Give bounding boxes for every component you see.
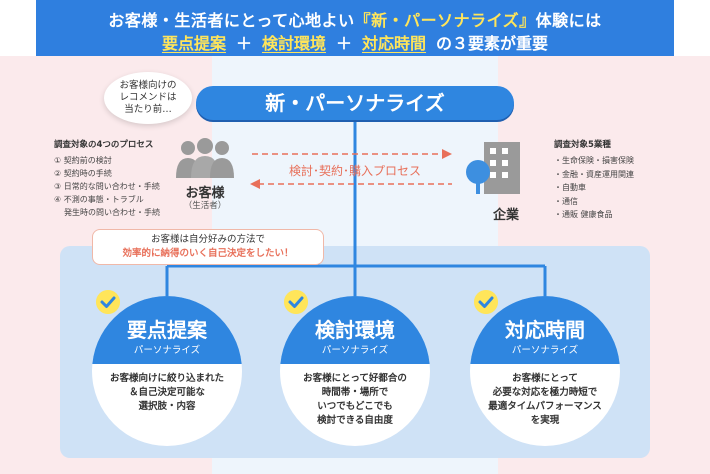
keyword-1: 要点提案 bbox=[161, 34, 226, 53]
main-banner: 新・パーソナライズ bbox=[196, 86, 514, 120]
process-label: 検討･契約･購入プロセス bbox=[288, 164, 421, 178]
process-arrows bbox=[250, 149, 452, 189]
plus-sign: ＋ bbox=[336, 34, 353, 53]
header-line-1: お客様・生活者にとって心地よい『新・パーソナライズ』体験には bbox=[36, 7, 674, 31]
card-line: を実現 bbox=[530, 415, 560, 426]
header-text-suffix: 体験には bbox=[535, 11, 602, 30]
card-title: 対応時間 bbox=[505, 318, 585, 342]
card-circle: 要点提案 パーソナライズ お客様向けに絞り込まれた ＆自己決定可能な 選択肢・内… bbox=[92, 296, 242, 446]
card-body: お客様向けに絞り込まれた ＆自己決定可能な 選択肢・内容 bbox=[100, 372, 234, 414]
bubble-line: お客様向けの bbox=[119, 80, 177, 91]
header-banner: お客様・生活者にとって心地よい『新・パーソナライズ』体験には 要点提案 ＋ 検討環境… bbox=[36, 0, 674, 56]
customers-icon bbox=[176, 138, 234, 178]
card-line: お客様向けに絞り込まれた bbox=[109, 373, 224, 384]
process-list: ① 契約前の検討 ② 契約時の手続 ③ 日常的な問い合わせ・手続 ④ 不測の事態… bbox=[54, 154, 160, 219]
card-title: 要点提案 bbox=[127, 318, 207, 342]
card-subtitle: パーソナライズ bbox=[321, 345, 389, 356]
checkmark-icon bbox=[474, 290, 498, 314]
bubble-line: 当たり前… bbox=[124, 104, 172, 115]
list-item: ③ 日常的な問い合わせ・手続 bbox=[54, 182, 160, 191]
callout-emphasis: 効率的に納得のいく自己決定をしたい！ bbox=[122, 248, 294, 259]
card-line: 必要な対応を極力時短で bbox=[492, 387, 598, 398]
card-body: お客様にとって好都合の 時間帯・場所で いつでもどこでも 検討できる自由度 bbox=[288, 372, 422, 428]
card-line: お客様にとって好都合の bbox=[303, 373, 407, 384]
card-circle: 対応時間 パーソナライズ お客様にとって 必要な対応を極力時短で 最適タイムパフ… bbox=[470, 296, 620, 446]
customer-need-callout: お客様は自分好みの方法で 効率的に納得のいく自己決定をしたい！ bbox=[92, 229, 324, 265]
list-item: ② 契約時の手続 bbox=[54, 169, 112, 178]
bubble-line: レコメンドは bbox=[119, 92, 177, 103]
list-item: ① 契約前の検討 bbox=[54, 156, 112, 165]
card-line: いつでもどこでも bbox=[317, 401, 393, 412]
keyword-2: 検討環境 bbox=[261, 34, 326, 53]
speech-bubble: お客様向けの レコメンドは 当たり前… bbox=[104, 72, 192, 124]
card-line: 検討できる自由度 bbox=[317, 415, 393, 426]
process-list-title: 調査対象の4つのプロセス bbox=[54, 140, 154, 150]
card-subtitle: パーソナライズ bbox=[133, 345, 201, 356]
list-item: ・自動車 bbox=[554, 183, 586, 192]
card-line: お客様にとって bbox=[512, 373, 578, 384]
card-line: ＆自己決定可能な bbox=[128, 387, 205, 398]
card-line: 選択肢・内容 bbox=[138, 401, 196, 412]
header-highlight: 『新・パーソナライズ』 bbox=[354, 11, 536, 30]
company-label: 企業 bbox=[492, 208, 519, 223]
list-item-subtext: 発生時の問い合わせ・手続 bbox=[64, 208, 160, 217]
industry-list: ・生命保険・損害保険 ・金融・資産運用関連 ・自動車 ・通信 ・通販 健康食品 bbox=[554, 154, 634, 222]
card-title: 検討環境 bbox=[315, 318, 395, 342]
element-card-response-time: 対応時間 パーソナライズ お客様にとって 必要な対応を極力時短で 最適タイムパフ… bbox=[470, 290, 620, 458]
keyword-3: 対応時間 bbox=[362, 34, 427, 53]
list-item: ・通信 bbox=[554, 196, 578, 206]
card-line: 最適タイムパフォーマンス bbox=[488, 401, 602, 412]
card-body: お客様にとって 必要な対応を極力時短で 最適タイムパフォーマンス を実現 bbox=[478, 372, 612, 428]
company-building-icon bbox=[466, 142, 520, 194]
list-item: ④ 不測の事態・トラブル発生時の問い合わせ・手続 bbox=[54, 193, 160, 219]
element-card-environment: 検討環境 パーソナライズ お客様にとって好都合の 時間帯・場所で いつでもどこで… bbox=[280, 290, 430, 458]
customer-sublabel: （生活者） bbox=[183, 201, 227, 211]
card-line: 時間帯・場所で bbox=[321, 387, 389, 398]
element-card-proposal: 要点提案 パーソナライズ お客様向けに絞り込まれた ＆自己決定可能な 選択肢・内… bbox=[92, 290, 242, 458]
list-item: ・金融・資産運用関連 bbox=[554, 169, 634, 179]
card-circle: 検討環境 パーソナライズ お客様にとって好都合の 時間帯・場所で いつでもどこで… bbox=[280, 296, 430, 446]
industry-list-title: 調査対象5業種 bbox=[554, 140, 611, 150]
list-item: ・通販 健康食品 bbox=[554, 210, 613, 219]
callout-line: お客様は自分好みの方法で bbox=[150, 234, 265, 245]
header-line2-suffix: の３要素が重要 bbox=[436, 34, 549, 53]
header-line-2: 要点提案 ＋ 検討環境 ＋ 対応時間の３要素が重要 bbox=[36, 30, 674, 54]
checkmark-icon bbox=[284, 290, 308, 314]
plus-sign: ＋ bbox=[235, 34, 252, 53]
list-item: ・生命保険・損害保険 bbox=[554, 156, 634, 165]
header-text-prefix: お客様・生活者にとって心地よい bbox=[108, 11, 355, 30]
card-subtitle: パーソナライズ bbox=[511, 345, 579, 356]
list-item-text: ④ 不測の事態・トラブル bbox=[54, 195, 144, 204]
checkmark-icon bbox=[96, 290, 120, 314]
customer-label: お客様 bbox=[185, 186, 225, 201]
